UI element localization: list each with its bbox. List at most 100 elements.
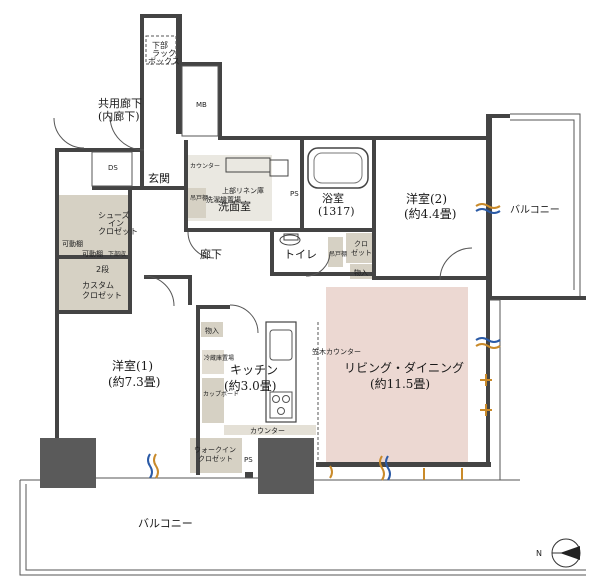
- corridor-label: 廊下: [200, 247, 222, 261]
- living-dining-area: [326, 287, 468, 464]
- nidan-label: 2段: [96, 264, 109, 274]
- washer-box: [269, 159, 289, 177]
- balcony-bottom-label: バルコニー: [138, 517, 193, 530]
- shoes-label: クロゼット: [98, 226, 138, 236]
- movable-shelf-label: 可動棚: [62, 239, 83, 248]
- burner: [282, 395, 290, 403]
- common-corridor-label: 共用廊下: [98, 96, 142, 110]
- counter-bottom-label: カウンター: [250, 426, 285, 435]
- ds-label: DS: [108, 164, 118, 172]
- compass-north: N: [536, 549, 542, 558]
- wall: [245, 472, 253, 478]
- trash-box-label: ボックス: [148, 57, 180, 66]
- cupboard-area: [202, 378, 224, 423]
- toilet-label: トイレ: [284, 248, 317, 261]
- wall: [92, 186, 188, 190]
- wall: [196, 305, 200, 475]
- door-swing: [229, 304, 259, 334]
- wall: [55, 310, 132, 314]
- bathtub-inner: [313, 152, 363, 184]
- cupboard-label: カップボード: [203, 390, 239, 398]
- wall: [55, 148, 140, 152]
- storage-kitchen-area: [201, 322, 223, 337]
- toilet-tank: [283, 233, 299, 241]
- custom-closet-area: [58, 259, 128, 311]
- door-swing: [187, 231, 215, 259]
- wall: [300, 140, 304, 232]
- lower-storage-label: 下部収: [108, 250, 126, 258]
- fall-cabinet-area: [188, 188, 206, 218]
- upper-linen-label: 上部リネン庫: [222, 186, 264, 195]
- compass-icon: [551, 538, 581, 568]
- column: [40, 438, 96, 488]
- shoes-label: イン: [108, 219, 124, 228]
- wall: [196, 305, 230, 309]
- door-swing: [109, 115, 145, 151]
- mb-box: [181, 65, 219, 137]
- shoes-in-closet-area: [58, 195, 128, 255]
- counter-bottom-area: [224, 425, 316, 435]
- trash-box-label: 下部: [152, 40, 168, 50]
- living-label: リビング・ダイニング: [344, 360, 464, 375]
- trash-box: [145, 35, 177, 65]
- wall: [176, 14, 182, 134]
- wall: [182, 62, 220, 66]
- closet-label: ゼット: [351, 248, 372, 257]
- wall: [486, 114, 510, 118]
- wall: [128, 190, 132, 310]
- door-swing: [305, 251, 331, 277]
- balcony-bottom-outline: [19, 480, 586, 576]
- room1-label: 洋室(1): [112, 358, 153, 373]
- wall: [140, 74, 144, 186]
- door-swing: [143, 275, 175, 307]
- bath-size: (1317): [318, 205, 355, 218]
- column: [258, 438, 314, 494]
- kitchen-stove: [269, 391, 293, 419]
- wall: [218, 136, 490, 140]
- balcony-right-outline: [510, 113, 581, 296]
- storage-label: 物入: [205, 326, 219, 335]
- storage-label: 物入: [354, 268, 368, 277]
- door-swing: [53, 117, 85, 149]
- bathtub: [307, 147, 369, 189]
- kitchen-sink: [269, 329, 293, 361]
- wall: [376, 276, 486, 280]
- wall: [486, 296, 586, 300]
- burner: [272, 395, 280, 403]
- custom-closet-label: カスタム: [82, 281, 114, 290]
- wall: [218, 62, 222, 140]
- entrance-label: 玄関: [148, 171, 170, 185]
- bath-label: 浴室: [322, 191, 344, 205]
- toilet-fixture: [279, 234, 301, 246]
- ds-box: [91, 151, 133, 187]
- wall: [184, 140, 188, 232]
- wall: [270, 232, 274, 274]
- wall: [140, 14, 182, 18]
- closet-right-area: [346, 233, 372, 263]
- wall: [55, 148, 59, 438]
- wall: [316, 462, 491, 467]
- kitchen-size: (約3.0畳): [224, 378, 276, 393]
- movable-shelf-label: 可動棚: [82, 249, 103, 258]
- room2-label: 洋室(2): [406, 191, 447, 206]
- common-corridor-sub: (内廊下): [98, 109, 140, 123]
- balcony-right-lower: [490, 299, 501, 480]
- fall-cabinet-label: 吊戸棚: [190, 194, 208, 202]
- shoes-label: シューズ: [98, 210, 130, 220]
- mb-label: MB: [196, 101, 207, 109]
- toilet-shelf-area: [328, 237, 343, 267]
- ps-label: PS: [290, 190, 299, 198]
- balcony-right-label: バルコニー: [510, 204, 560, 216]
- kitchen-counter: [265, 321, 297, 423]
- custom-closet-label: クロゼット: [82, 290, 122, 300]
- door-swing: [439, 247, 473, 281]
- toilet-shelf-label: 吊戸棚: [329, 250, 347, 258]
- counter-storage-label: カウンター: [190, 162, 220, 170]
- washer-label: 洗濯機置場: [206, 195, 241, 204]
- ps-label: PS: [244, 456, 253, 464]
- living-size: (約11.5畳): [370, 376, 430, 391]
- fridge-label: 冷蔵庫置場: [204, 354, 234, 362]
- walkin-label: ウォークイン: [194, 446, 236, 454]
- trash-box-label: ラック: [152, 49, 176, 58]
